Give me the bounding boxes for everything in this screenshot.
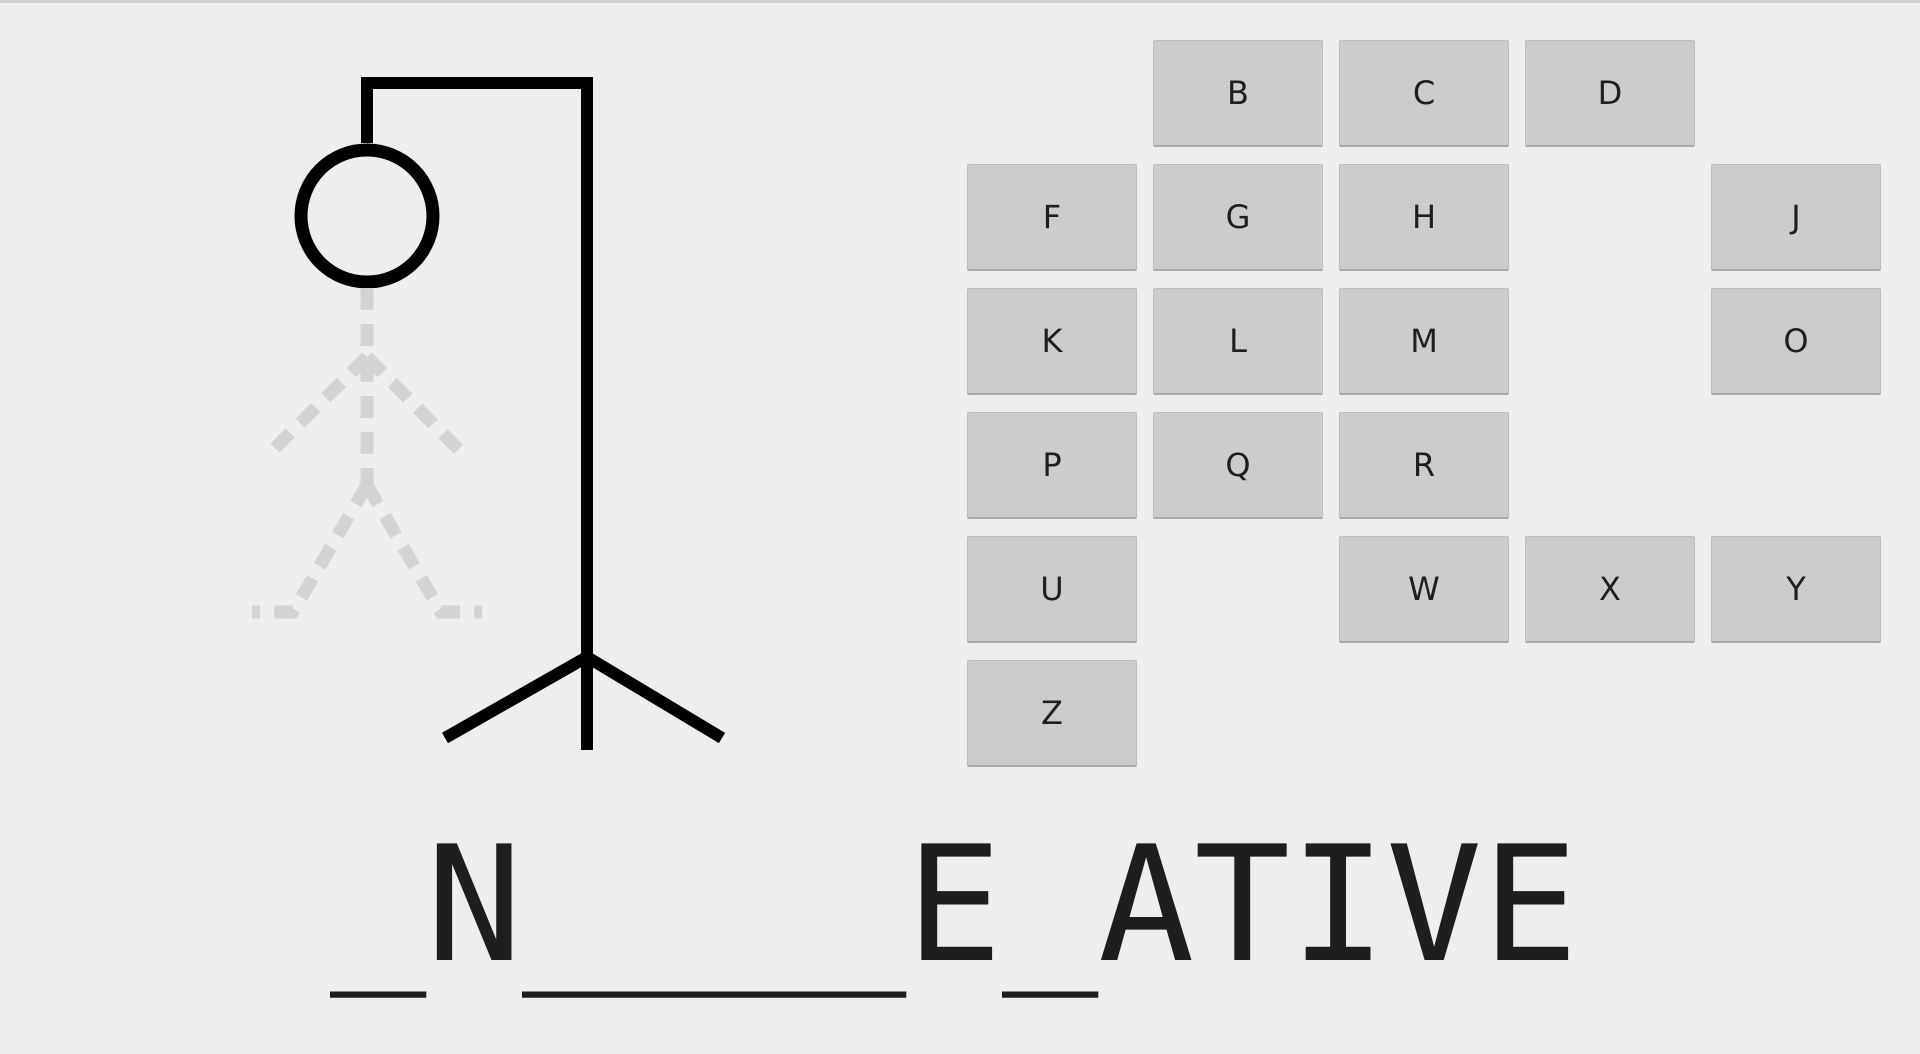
key-o[interactable]: O [1711,288,1881,395]
word-letter: _ [810,811,907,998]
word-letter: N [426,811,523,998]
hangman-left-arm [270,352,372,453]
hangman-head [294,143,440,289]
word-letter: A [1098,811,1195,998]
key-c[interactable]: C [1339,40,1509,147]
key-l[interactable]: L [1153,288,1323,395]
key-x[interactable]: X [1525,536,1695,643]
word-letter: _ [522,811,619,998]
key-k[interactable]: K [967,288,1137,395]
letter-keyboard: B C D F G H J K L M O P Q R U W X Y Z [967,40,1881,768]
key-f[interactable]: F [967,164,1137,271]
key-q[interactable]: Q [1153,412,1323,519]
gallows-post [361,77,593,750]
key-p[interactable]: P [967,412,1137,519]
hangman-right-leg [361,481,482,619]
word-letter: _ [618,811,715,998]
word-letter: T [1194,811,1291,998]
word-letter: E [906,811,1003,998]
hangman-left-leg [252,481,373,619]
top-edge-divider [0,0,1920,3]
word-display: _N____E_ATIVE [330,820,1578,990]
key-z[interactable]: Z [967,660,1137,767]
hangman-drawing [252,77,726,750]
key-d[interactable]: D [1525,40,1695,147]
key-j[interactable]: J [1711,164,1881,271]
key-u[interactable]: U [967,536,1137,643]
gallows-base-left [442,651,590,744]
hangman-right-arm [362,352,466,457]
hangman-body-placeholder [252,288,482,619]
key-r[interactable]: R [1339,412,1509,519]
key-g[interactable]: G [1153,164,1323,271]
gallows-structure [361,77,726,750]
key-m[interactable]: M [1339,288,1509,395]
word-letter: _ [330,811,427,998]
word-letter: E [1482,811,1579,998]
word-letter: I [1290,811,1387,998]
gallows-base-right [583,651,726,744]
key-y[interactable]: Y [1711,536,1881,643]
key-w[interactable]: W [1339,536,1509,643]
word-letter: _ [1002,811,1099,998]
key-b[interactable]: B [1153,40,1323,147]
key-h[interactable]: H [1339,164,1509,271]
word-letter: V [1386,811,1483,998]
word-letter: _ [714,811,811,998]
